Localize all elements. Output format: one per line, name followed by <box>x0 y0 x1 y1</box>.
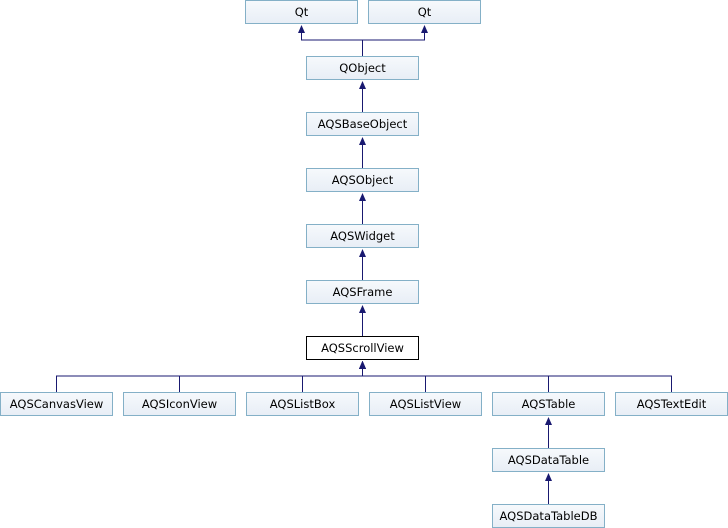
edge-qobject-to-qt_2 <box>362 32 425 56</box>
node-aqsframe[interactable]: AQSFrame <box>306 280 419 304</box>
node-aqsobject[interactable]: AQSObject <box>306 168 419 192</box>
node-qobject[interactable]: QObject <box>306 56 419 80</box>
node-aqsscrollview: AQSScrollView <box>306 336 419 360</box>
edge-aqstextedit-to-aqsscrollview <box>362 368 672 392</box>
node-aqswidget[interactable]: AQSWidget <box>306 224 419 248</box>
node-qt-1[interactable]: Qt <box>245 0 358 24</box>
node-aqsiconview[interactable]: AQSIconView <box>123 392 236 416</box>
arrowhead-14 <box>545 473 552 481</box>
edge-aqsiconview-to-aqsscrollview <box>179 368 363 392</box>
edge-aqstable-to-aqsscrollview <box>362 368 549 392</box>
node-aqstextedit[interactable]: AQSTextEdit <box>615 392 728 416</box>
node-qt-2[interactable]: Qt <box>368 0 481 24</box>
arrowhead-2 <box>359 81 366 89</box>
arrowhead-13 <box>545 417 552 425</box>
node-aqslistview[interactable]: AQSListView <box>369 392 482 416</box>
edge-aqslistview-to-aqsscrollview <box>362 368 426 392</box>
edge-aqscanvasview-to-aqsscrollview <box>56 368 363 392</box>
arrowhead-4 <box>359 193 366 201</box>
arrowhead-12 <box>359 361 366 369</box>
arrowhead-0 <box>298 25 305 33</box>
node-aqsdatatabledb[interactable]: AQSDataTableDB <box>492 504 605 528</box>
node-aqscanvasview[interactable]: AQSCanvasView <box>0 392 113 416</box>
arrowhead-1 <box>421 25 428 33</box>
node-aqsbaseobject[interactable]: AQSBaseObject <box>306 112 419 136</box>
node-aqsdatatable[interactable]: AQSDataTable <box>492 448 605 472</box>
arrowhead-3 <box>359 137 366 145</box>
node-aqstable[interactable]: AQSTable <box>492 392 605 416</box>
edge-qobject-to-qt_1 <box>301 32 363 56</box>
edge-aqslistbox-to-aqsscrollview <box>302 368 363 392</box>
node-aqslistbox[interactable]: AQSListBox <box>246 392 359 416</box>
arrowhead-6 <box>359 305 366 313</box>
arrowhead-5 <box>359 249 366 257</box>
